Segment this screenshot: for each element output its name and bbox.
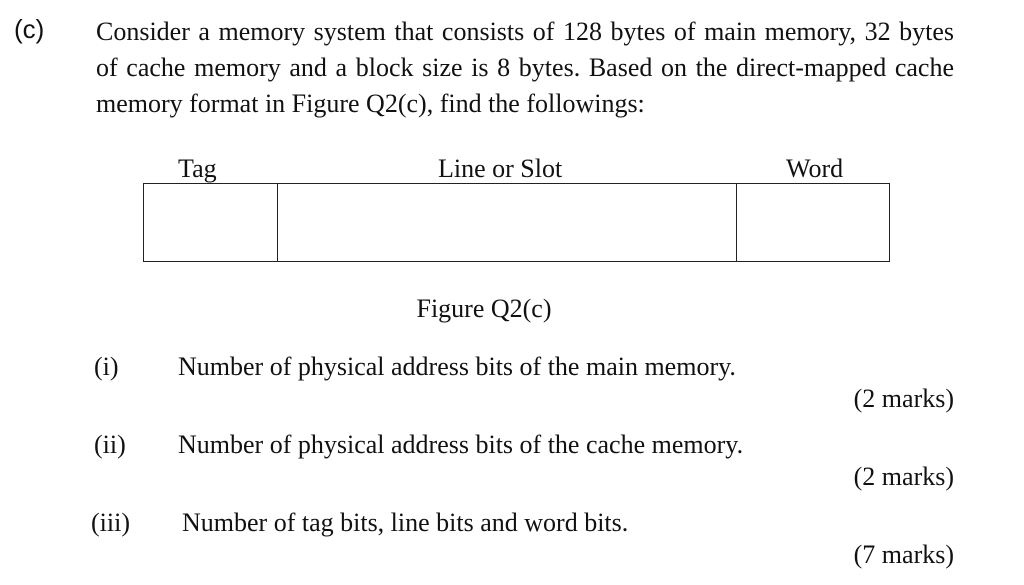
tag-field-cell — [144, 184, 278, 261]
line-field-cell — [278, 184, 737, 261]
address-format-box — [143, 183, 890, 262]
item-text: Number of tag bits, line bits and word b… — [182, 508, 629, 537]
question-label: (c) — [14, 14, 45, 44]
item-marks: (2 marks) — [853, 384, 954, 413]
item-marks: (2 marks) — [853, 462, 954, 491]
item-text: Number of physical address bits of the m… — [178, 352, 736, 381]
question-intro: Consider a memory system that consists o… — [96, 17, 954, 118]
item-number: (ii) — [94, 430, 126, 459]
field-label-word: Word — [786, 154, 844, 183]
item-marks: (7 marks) — [853, 540, 954, 569]
figure-caption: Figure Q2(c) — [416, 294, 552, 323]
field-label-line: Line or Slot — [438, 154, 563, 183]
word-field-cell — [737, 184, 889, 261]
item-number: (i) — [94, 352, 119, 381]
field-label-tag: Tag — [178, 154, 217, 183]
item-number: (iii) — [91, 508, 130, 537]
item-text: Number of physical address bits of the c… — [178, 430, 744, 459]
